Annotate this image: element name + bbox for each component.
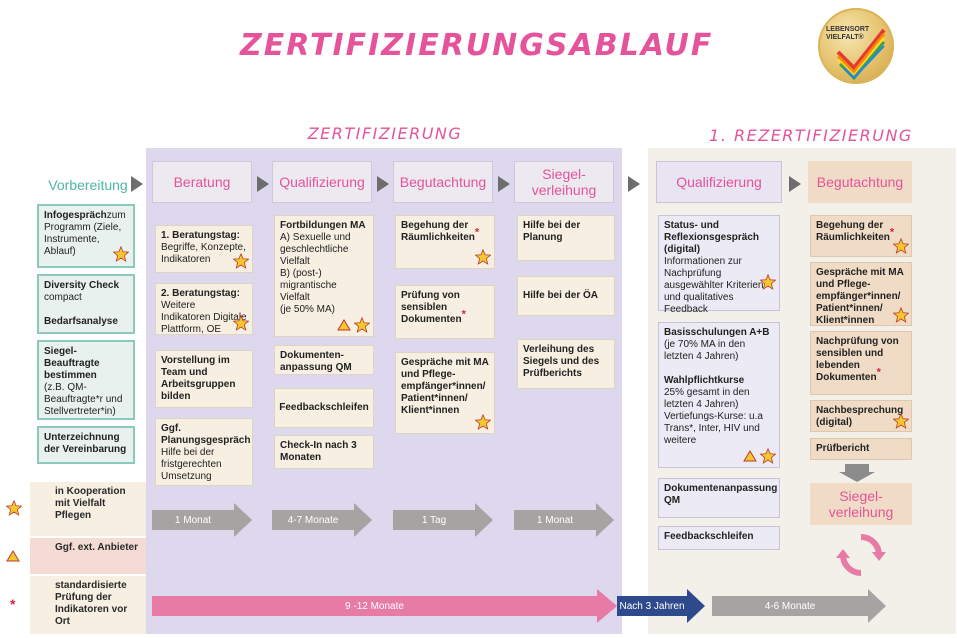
nach-3-jahren-arrow: Nach 3 Jahren <box>617 589 705 623</box>
asterisk-icon: * <box>10 596 16 612</box>
triangle-icon <box>337 319 351 331</box>
asterisk-icon: * <box>474 226 480 239</box>
duration-arrow-beratung: 1 Monat <box>152 503 252 537</box>
arrow-right-icon <box>789 176 801 192</box>
card-beratungstag-1: 1. Beratungstag: Begriffe, Konzepte, Ind… <box>155 225 253 273</box>
asterisk-icon: * <box>461 308 466 321</box>
arrow-down-icon <box>845 464 869 472</box>
card-dokumentenanpassung-qm: Dokumentenanpassung QM <box>658 478 780 518</box>
card-unterzeichnung: Unterzeichnung der Vereinbarung <box>37 426 135 464</box>
card-infogespraech: Infogesprächzum Programm (Ziele, Instrum… <box>37 204 135 268</box>
card-status-gespraech: Status- und Reflexionsgespräch (digital)… <box>658 215 780 315</box>
page-title: ZERTIFIZIERUNGSABLAUF <box>240 28 714 63</box>
cycle-icon <box>836 534 886 576</box>
rezert-siegelverleihung: Siegel-verleihung <box>810 483 912 525</box>
header-rezert-qualifizierung: Qualifizierung <box>656 161 782 203</box>
lebensort-vielfalt-logo: LEBENSORT VIELFALT® <box>818 8 894 84</box>
card-rezert-nachbesprechung: Nachbesprechung (digital) <box>810 400 912 432</box>
star-icon <box>893 307 909 323</box>
card-dokumentenanpassung: Dokumenten-anpassung QM <box>274 345 374 375</box>
star-icon <box>233 253 249 269</box>
header-qualifizierung: Qualifizierung <box>272 161 372 203</box>
star-icon <box>354 317 370 333</box>
star-icon <box>893 238 909 254</box>
asterisk-icon: * <box>876 366 881 379</box>
header-rezert-begutachtung: Begutachtung <box>808 161 912 203</box>
vorbereitung-header: Vorbereitung <box>48 176 128 193</box>
card-gespraeche: Gespräche mit MA und Pflege-empfänger*in… <box>395 352 495 434</box>
card-rezert-nachpruefung: Nachprüfung von sensiblen und lebenden D… <box>810 331 912 395</box>
card-rezert-feedbackschleifen: Feedbackschleifen <box>658 526 780 550</box>
card-vorstellung-team: Vorstellung im Team und Arbeitsgruppen b… <box>155 350 253 408</box>
card-check-in: Check-In nach 3 Monaten <box>274 435 374 469</box>
header-siegelverleihung: Siegel-verleihung <box>514 161 614 203</box>
arrow-right-icon <box>257 176 269 192</box>
rezertifizierung-heading: 1. REZERTIFIZIERUNG <box>709 126 913 145</box>
legend-star: in Kooperation mit Vielfalt Pflegen <box>6 482 146 536</box>
card-hilfe-planung: Hilfe bei der Planung <box>517 215 615 261</box>
card-rezert-gespraeche: Gespräche mit MA und Pflege-empfänger*in… <box>810 262 912 326</box>
legend-asterisk: * standardisierte Prüfung der Indikatore… <box>10 576 146 634</box>
triangle-icon <box>6 550 20 562</box>
card-hilfe-oea: Hilfe bei der ÖA <box>517 276 615 316</box>
card-siegel-beauftragte: Siegel-Beauftragte bestimmen (z.B. QM-Be… <box>37 340 135 420</box>
card-schulungen: Basisschulungen A+B (je 70% MA in den le… <box>658 322 780 468</box>
card-pruefung-dokumente: Prüfung von sensiblen Dokumenten* <box>395 285 495 339</box>
zertifizierung-heading: ZERTIFIZIERUNG <box>307 124 463 143</box>
star-icon <box>475 249 491 265</box>
card-verleihung: Verleihung des Siegels und des Prüfberic… <box>517 339 615 389</box>
card-rezert-begehung: Begehung der Räumlichkeiten* <box>810 215 912 257</box>
rainbow-check-icon <box>836 28 886 81</box>
star-icon <box>6 500 22 516</box>
card-rezert-pruefbericht: Prüfbericht <box>810 438 912 460</box>
total-duration-arrow: 9 -12 Monate <box>152 589 617 623</box>
card-beratungstag-2: 2. Beratungstag: Weitere Indikatoren Dig… <box>155 283 253 335</box>
duration-arrow-qualifizierung: 4-7 Monate <box>272 503 372 537</box>
triangle-icon <box>743 450 757 462</box>
star-icon <box>893 413 909 429</box>
duration-arrow-siegel: 1 Monat <box>514 503 614 537</box>
card-begehung: Begehung der Räumlichkeiten* <box>395 215 495 269</box>
asterisk-icon: * <box>889 226 895 239</box>
star-icon <box>233 315 249 331</box>
star-icon <box>475 414 491 430</box>
star-icon <box>113 246 129 262</box>
arrow-right-icon <box>498 176 510 192</box>
header-begutachtung: Begutachtung <box>393 161 493 203</box>
arrow-right-icon <box>377 176 389 192</box>
header-beratung: Beratung <box>152 161 252 203</box>
duration-arrow-begutachtung: 1 Tag <box>393 503 493 537</box>
card-planungsgespraech: Ggf. Planungsgespräch Hilfe bei der fris… <box>155 418 253 486</box>
arrow-right-icon <box>628 176 640 192</box>
rezert-duration-arrow: 4-6 Monate <box>712 589 886 623</box>
card-feedbackschleifen: Feedbackschleifen <box>274 388 374 428</box>
star-icon <box>760 448 776 464</box>
card-fortbildungen: Fortbildungen MA A) Sexuelle und geschle… <box>274 215 374 337</box>
legend-triangle: Ggf. ext. Anbieter <box>6 538 146 574</box>
arrow-right-icon <box>131 176 143 192</box>
card-diversity-check: Diversity Check compact Bedarfsanalyse <box>37 274 135 334</box>
star-icon <box>760 274 776 290</box>
